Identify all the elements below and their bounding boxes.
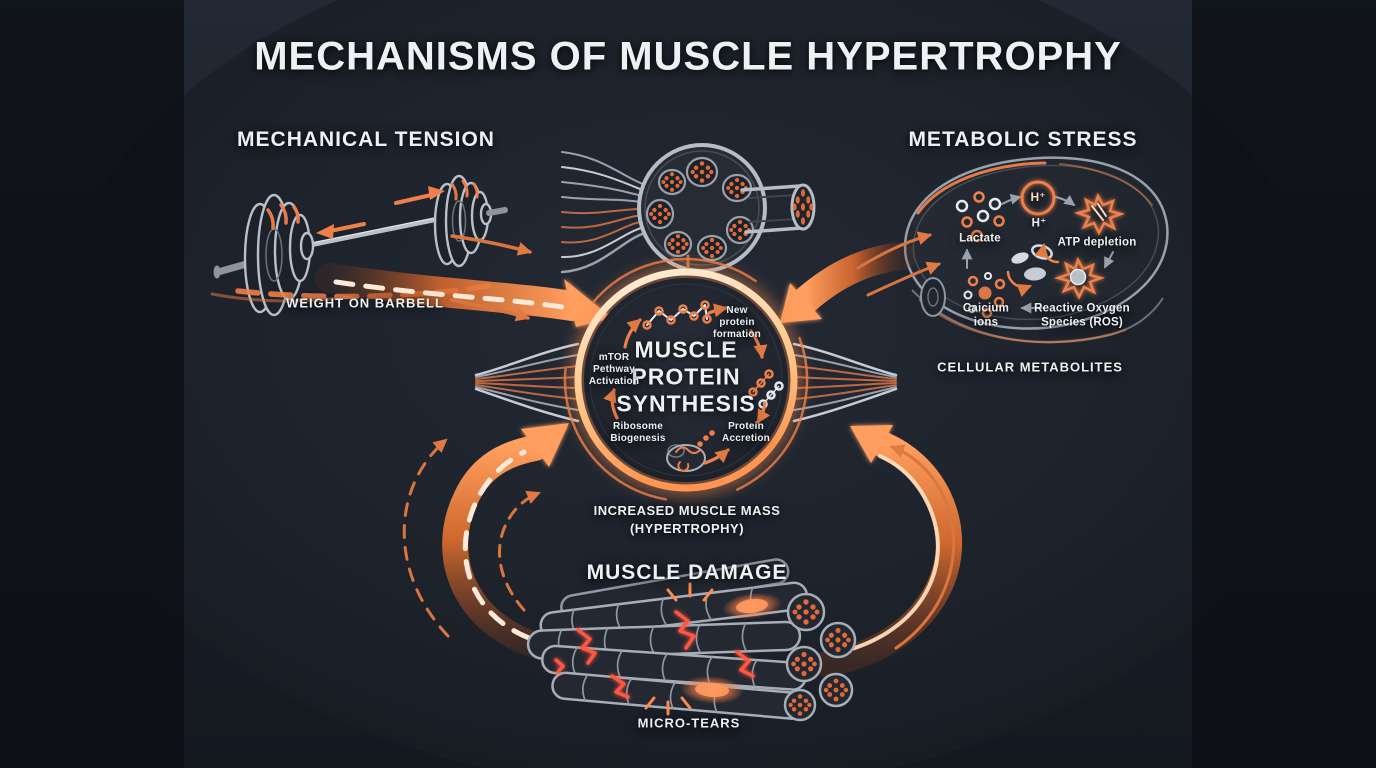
- atp-starburst-icon: [1073, 192, 1126, 236]
- caption-weight-on-barbell: WEIGHT ON BARBELL: [286, 295, 444, 311]
- accretion-line1: Protein: [728, 421, 764, 432]
- cycle-arrows: [603, 303, 771, 465]
- label-mtor-pathway-activation: mTOR Pethway Activation: [589, 352, 639, 388]
- mtor-line2: Pethway: [593, 364, 635, 375]
- h-plus-icon: [1020, 180, 1056, 216]
- tension-arrows-icon: [316, 186, 445, 239]
- caption-micro-tears: MICRO-TEARS: [637, 715, 741, 731]
- calcium-cluster-icon: [963, 272, 1006, 319]
- label-new-protein-formation: New protein formation: [713, 305, 761, 341]
- label-calcium-ions: Caicium ions: [963, 303, 1009, 330]
- ribosome-line1: Ribosome: [613, 421, 663, 432]
- center-cycle-ring: [554, 248, 818, 512]
- muscle-cross-section-illustration: [560, 143, 816, 275]
- micro-tear-icons: [554, 610, 755, 699]
- heading-metabolic-stress: METABOLIC STRESS: [908, 128, 1138, 151]
- muscle-fibers-illustration: [526, 558, 857, 722]
- mtor-line3: Activation: [588, 376, 640, 387]
- outcome-line2: (HYPERTROPHY): [629, 521, 745, 536]
- mtor-line1: mTOR: [598, 352, 630, 363]
- center-title-line2: PROTEIN: [631, 363, 741, 390]
- label-calcium-line1: Caicium: [962, 302, 1010, 315]
- lactate-cluster-icon: [955, 191, 1005, 243]
- label-ros-line2: Species (ROS): [1041, 316, 1123, 328]
- arrow-damage-right: [813, 425, 963, 677]
- label-lactate: Lactate: [959, 232, 1001, 245]
- label-atp-depletion: ATP depletion: [1057, 236, 1137, 249]
- label-ros: Reactive Oxygen Species (ROS): [1034, 303, 1130, 330]
- right-dark-band: [1192, 0, 1376, 768]
- center-title-line3: SYNTHESIS: [616, 390, 756, 417]
- ros-starburst-icon: [1053, 256, 1106, 300]
- fiber-cross-sections: [783, 592, 857, 722]
- nucleus-icon: [920, 277, 946, 317]
- heading-muscle-damage: MUSCLE DAMAGE: [586, 561, 788, 584]
- new-protein-line2: protein: [719, 317, 755, 328]
- label-ribosome-biogenesis: Ribosome Biogenesis: [610, 421, 665, 445]
- barbell-illustration: [210, 174, 508, 317]
- center-title-muscle-protein-synthesis: MUSCLE PROTEIN SYNTHESIS: [616, 337, 755, 418]
- new-protein-line1: New: [726, 305, 748, 316]
- caption-cellular-metabolites: CELLULAR METABOLITES: [937, 359, 1123, 375]
- label-h-plus: H⁺: [1031, 217, 1047, 230]
- h-plus-symbol: H⁺: [1030, 190, 1046, 204]
- spark-marks-icon: [644, 582, 714, 716]
- left-dark-band: [0, 0, 184, 768]
- arrow-damage-left: [402, 423, 575, 665]
- metabolic-cell-illustration: [903, 156, 1169, 344]
- label-increased-muscle-mass: INCREASED MUSCLE MASS (HYPERTROPHY): [594, 502, 781, 538]
- ribosome-icon: [666, 430, 715, 472]
- accretion-line2: Accretion: [722, 433, 770, 444]
- new-protein-line3: formation: [713, 329, 761, 340]
- page-title: MECHANISMS OF MUSCLE HYPERTROPHY: [254, 34, 1122, 79]
- mitochondria-icon: [1006, 242, 1060, 297]
- label-ros-line1: Reactive Oxygen: [1034, 302, 1130, 315]
- ribosome-line2: Biogenesis: [610, 433, 666, 444]
- label-protein-accretion: Protein Accretion: [722, 421, 770, 445]
- center-title-line1: MUSCLE: [634, 336, 738, 363]
- heading-mechanical-tension: MECHANICAL TENSION: [237, 128, 495, 151]
- outcome-line1: INCREASED MUSCLE MASS: [593, 503, 781, 518]
- label-calcium-line2: ions: [973, 316, 999, 328]
- molecule-icon: [642, 300, 712, 330]
